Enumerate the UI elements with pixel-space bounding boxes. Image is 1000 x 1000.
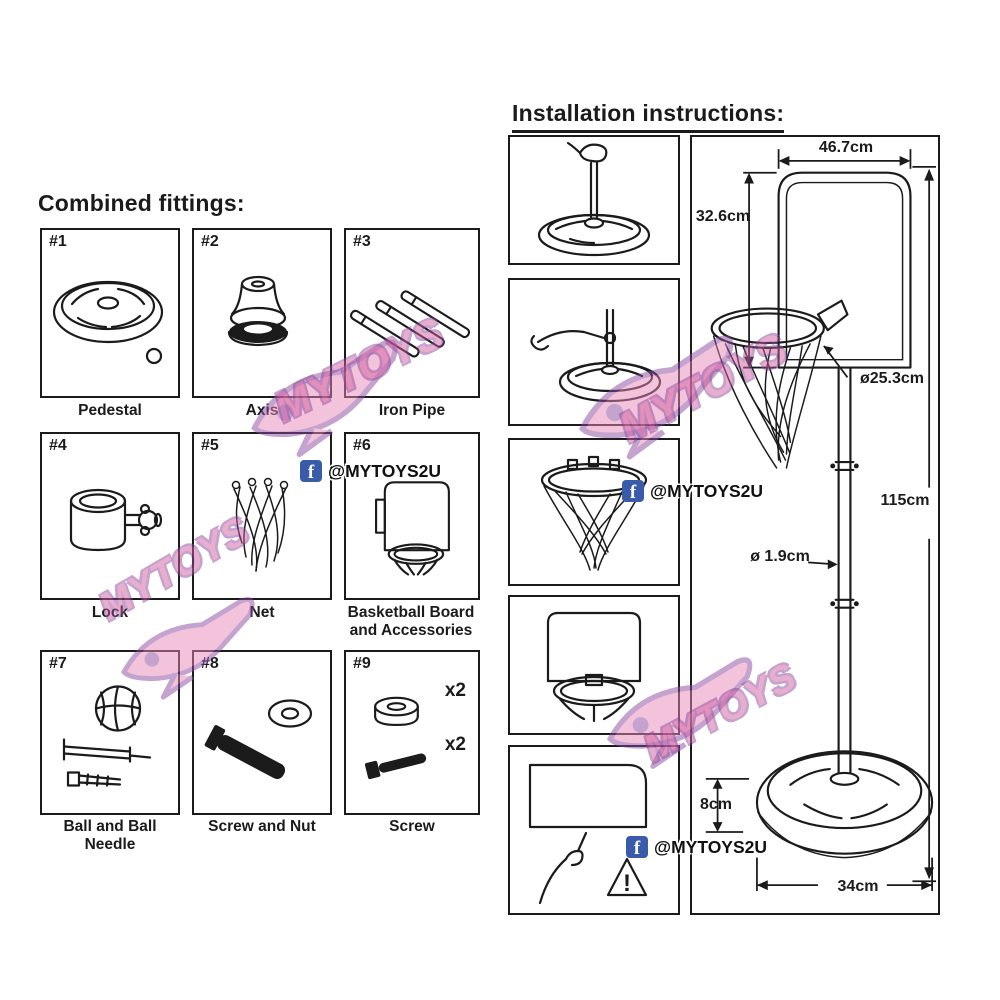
facebook-handle: @MYTOYS2U: [650, 480, 764, 501]
part-number-9: #9: [353, 655, 371, 672]
dim-base-width: 34cm: [837, 878, 879, 895]
pedestal-drawing: [52, 280, 164, 365]
facebook-icon: f: [622, 480, 644, 502]
part-label-lock: Lock: [91, 604, 129, 621]
dim-total-height: 115cm: [880, 492, 930, 509]
step-4-drawing: [546, 611, 642, 723]
step-5-drawing: !: [528, 763, 648, 905]
step-1-drawing: [537, 141, 651, 257]
facebook-badge: f @MYTOYS2U: [622, 480, 763, 502]
assembled-stand-box: [690, 135, 940, 915]
part-box-net: #5: [192, 432, 332, 600]
dim-pole-diameter: ø 1.9cm: [750, 548, 810, 565]
part-number-5: #5: [201, 437, 219, 454]
facebook-badge: f @MYTOYS2U: [300, 460, 441, 482]
part-box-iron-pipe: #3: [344, 228, 480, 398]
part-box-pedestal: #1: [40, 228, 180, 398]
part-box-lock: #4: [40, 432, 180, 600]
part-number-8: #8: [201, 655, 219, 672]
dim-board-width: 46.7cm: [818, 139, 874, 156]
facebook-icon: f: [626, 836, 648, 858]
washer-quantity: x2: [444, 680, 466, 701]
step-4-box: [508, 595, 680, 735]
net-drawing: [231, 477, 289, 572]
part-box-screw-nut: #8: [192, 650, 332, 815]
part-number-1: #1: [49, 233, 67, 250]
part-number-7: #7: [49, 655, 67, 672]
iron-pipe-drawing: [349, 290, 471, 358]
facebook-handle: @MYTOYS2U: [654, 836, 768, 857]
step-3-box: [508, 438, 680, 586]
part-number-3: #3: [353, 233, 371, 250]
part-label-ball-needle: Ball and Ball Needle: [63, 818, 157, 853]
combined-fittings-title: Combined fittings:: [38, 190, 245, 216]
dim-hoop-diameter: ø25.3cm: [859, 370, 925, 387]
part-box-screw: #9 x2 x2: [344, 650, 480, 815]
screw-and-nut-drawing: [204, 699, 313, 779]
axis-drawing: [227, 275, 289, 347]
step-2-drawing: [530, 308, 662, 403]
facebook-handle: @MYTOYS2U: [328, 460, 442, 481]
dim-base-height: 8cm: [699, 796, 733, 813]
step-3-drawing: [540, 455, 648, 571]
part-box-ball-needle: #7: [40, 650, 180, 815]
step-2-box: [508, 278, 680, 426]
part-label-screw-nut: Screw and Nut: [208, 818, 316, 835]
screw-drawing: [364, 696, 427, 780]
part-number-4: #4: [49, 437, 67, 454]
step-1-box: [508, 135, 680, 265]
part-box-board: #6: [344, 432, 480, 600]
basketball-board-drawing: [375, 481, 450, 576]
screw-quantity: x2: [444, 734, 466, 755]
facebook-icon: f: [300, 460, 322, 482]
ball-and-needle-drawing: [62, 685, 152, 787]
step-5-box: !: [508, 745, 680, 915]
part-label-axis: Axis: [245, 402, 279, 419]
part-label-board: Basketball Board and Accessories: [347, 604, 475, 639]
lock-drawing: [69, 488, 163, 552]
part-label-screw: Screw: [389, 818, 435, 835]
part-number-2: #2: [201, 233, 219, 250]
part-box-axis: #2: [192, 228, 332, 398]
part-label-iron-pipe: Iron Pipe: [378, 402, 446, 419]
part-number-6: #6: [353, 437, 371, 454]
part-label-net: Net: [249, 604, 275, 621]
assembled-stand-drawing: [705, 149, 937, 892]
installation-title: Installation instructions:: [512, 100, 785, 133]
dim-board-height: 32.6cm: [695, 208, 751, 225]
part-label-pedestal: Pedestal: [78, 402, 142, 419]
warning-exclamation-icon: !: [623, 870, 631, 897]
facebook-badge: f @MYTOYS2U: [626, 836, 767, 858]
